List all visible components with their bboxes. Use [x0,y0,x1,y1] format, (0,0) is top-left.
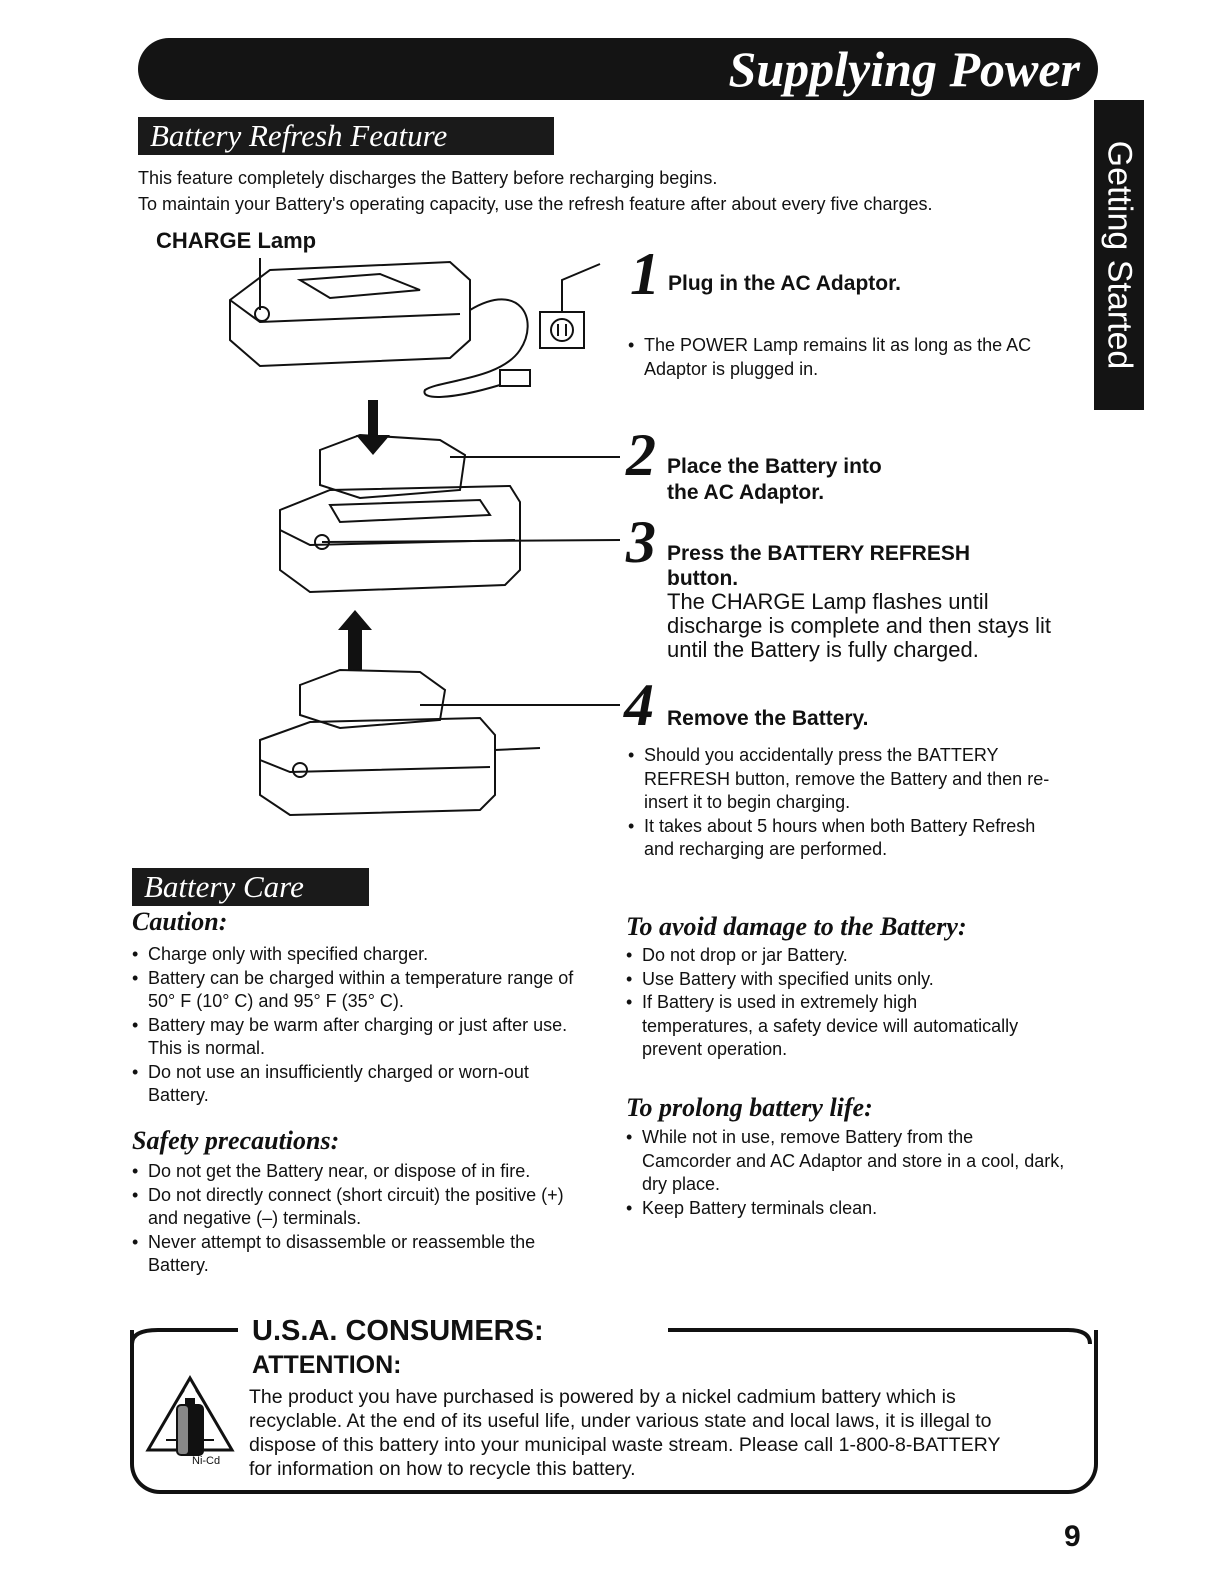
list-item: Do not directly connect (short circuit) … [132,1184,582,1231]
attention-label: ATTENTION: [252,1351,402,1379]
caution-list: Charge only with specified charger. Batt… [132,943,582,1108]
list-item: Should you accidentally press the BATTER… [628,744,1068,815]
list-item: Battery can be charged within a temperat… [132,967,582,1014]
refresh-intro-2: To maintain your Battery's operating cap… [138,194,933,214]
charge-lamp-label: CHARGE Lamp [156,228,317,253]
consumer-notice-box [130,1330,1098,1494]
care-section-heading: Battery Care [132,868,369,906]
ac-adaptor-drawing-2 [279,433,521,594]
list-item: Battery may be warm after charging or ju… [132,1014,582,1061]
safety-list: Do not get the Battery near, or dispose … [132,1160,582,1278]
caution-heading: Caution: [132,907,228,936]
step-1-number: 1 [630,241,660,307]
list-item: Keep Battery terminals clean. [626,1197,1066,1221]
list-item: Use Battery with specified units only. [626,968,1026,992]
page-header-banner: Supplying Power [138,38,1098,100]
list-item: It takes about 5 hours when both Battery… [628,815,1068,862]
step-3-text-line-3: until the Battery is fully charged. [667,637,979,662]
avoid-damage-heading: To avoid damage to the Battery: [626,912,967,941]
refresh-section-heading: Battery Refresh Feature [138,117,554,155]
list-item: While not in use, remove Battery from th… [626,1126,1066,1197]
safety-heading: Safety precautions: [132,1126,340,1155]
nicd-logo-label: Ni-Cd [192,1455,221,1467]
ac-adaptor-drawing-1 [229,260,531,398]
avoid-damage-list: Do not drop or jar Battery. Use Battery … [626,944,1026,1062]
ac-adaptor-drawing-3 [259,668,541,817]
list-item: Never attempt to disassemble or reassemb… [132,1231,582,1278]
section-side-tab: Getting Started [1094,100,1144,410]
list-item: Do not get the Battery near, or dispose … [132,1160,582,1184]
prolong-heading: To prolong battery life: [626,1093,873,1122]
wall-outlet-drawing [539,263,601,349]
list-item: If Battery is used in extremely high tem… [626,991,1026,1062]
consumers-text-line-4: for information on how to recycle this b… [249,1458,636,1480]
step-3-text-line-2: discharge is complete and then stays lit [667,613,1051,638]
page-number: 9 [1064,1520,1081,1553]
step-1-bullets: The POWER Lamp remains lit as long as th… [628,334,1088,381]
consumers-text-line-2: recyclable. At the end of its useful lif… [249,1410,992,1432]
consumers-text-line-3: dispose of this battery into your munici… [249,1434,1001,1456]
list-item: Do not use an insufficiently charged or … [132,1061,582,1108]
page-title: Supplying Power [728,41,1080,97]
refresh-intro-1: This feature completely discharges the B… [138,168,718,188]
prolong-list: While not in use, remove Battery from th… [626,1126,1066,1220]
step-3-title-line-1: Press the BATTERY REFRESH [667,542,971,565]
list-item: Do not drop or jar Battery. [626,944,1026,968]
step-2-number: 2 [626,422,656,488]
consumer-box-top-border [130,1328,1092,1344]
step-4-title: Remove the Battery. [667,707,869,730]
step-3-title-line-2: button. [667,567,739,590]
list-item: Charge only with specified charger. [132,943,582,967]
remove-arrow-icon [338,610,372,670]
step-2-title-line-2: the AC Adaptor. [667,481,825,504]
step-4-bullets: Should you accidentally press the BATTER… [628,744,1068,862]
step-3-text-line-1: The CHARGE Lamp flashes until [667,589,989,614]
step-1-title: Plug in the AC Adaptor. [668,272,901,295]
side-tab-label: Getting Started [1100,140,1139,370]
list-item: The POWER Lamp remains lit as long as th… [628,334,1088,381]
rbrc-recycle-logo-icon [145,1375,235,1456]
insert-arrow-icon [356,400,390,455]
step-4-number: 4 [624,672,654,738]
adaptor-illustration [229,258,621,817]
step-3-number: 3 [626,509,656,575]
consumers-title: U.S.A. CONSUMERS: [248,1314,548,1348]
step-2-title-line-1: Place the Battery into [667,455,882,478]
consumers-text-line-1: The product you have purchased is powere… [249,1386,956,1408]
